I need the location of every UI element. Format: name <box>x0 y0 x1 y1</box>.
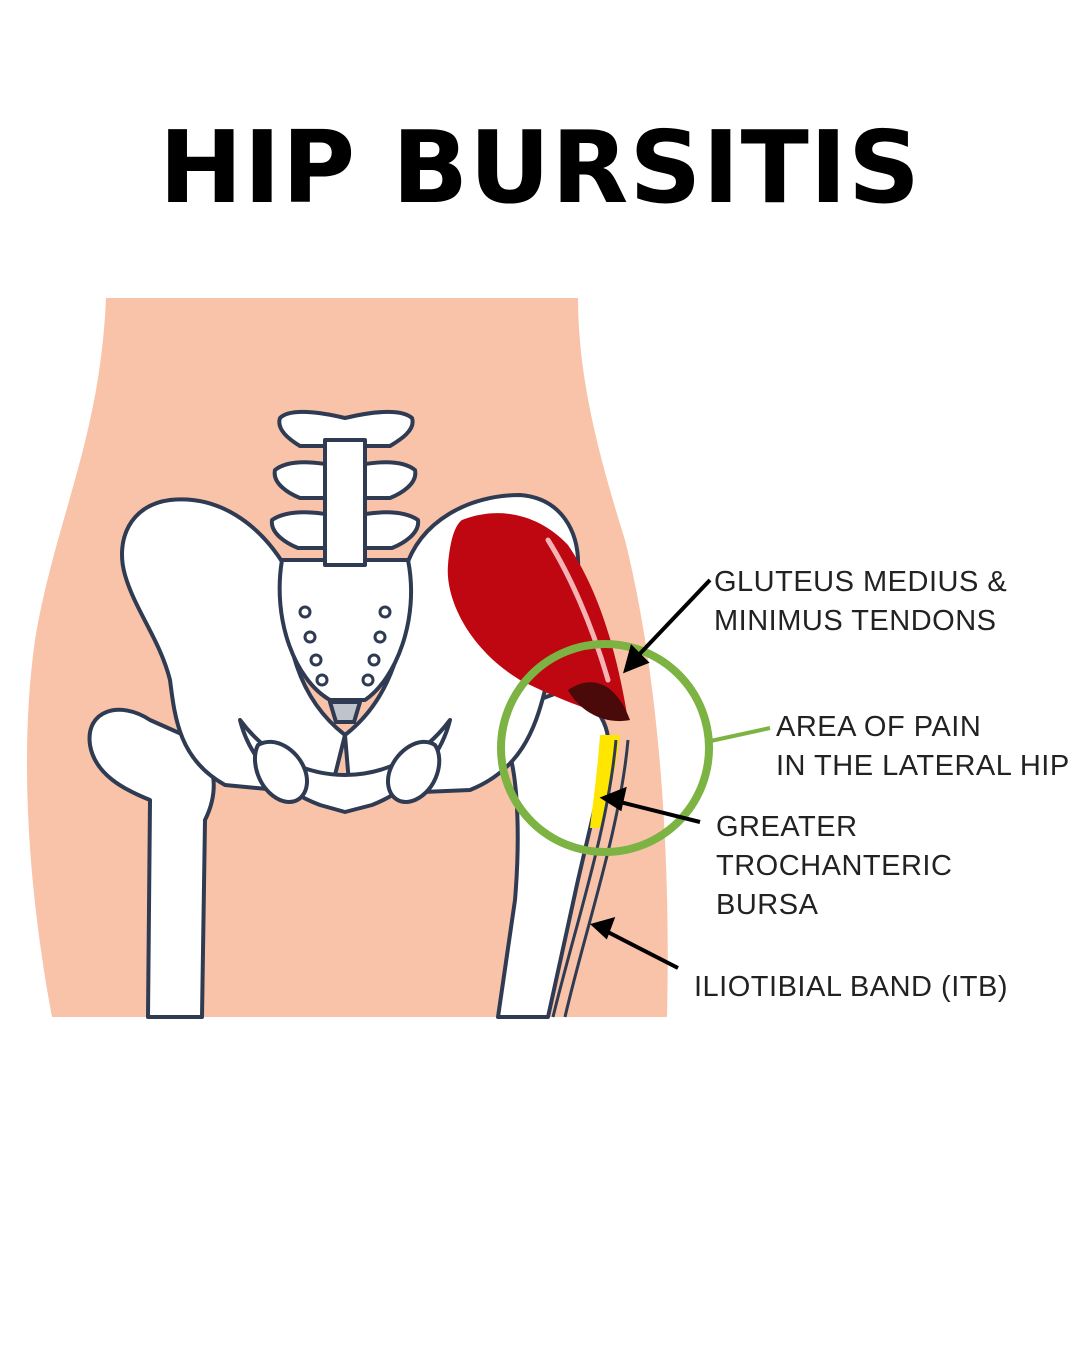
label-trochanteric-bursa: GREATER TROCHANTERIC BURSA <box>716 808 952 925</box>
vertebra-top <box>277 409 415 448</box>
label-pain-area-line2: IN THE LATERAL HIP <box>776 750 1070 782</box>
page-title: HIP BURSITIS <box>158 109 922 226</box>
label-pain-area-line1: AREA OF PAIN <box>776 711 982 743</box>
label-bursa-line3: BURSA <box>716 889 819 921</box>
bursa-arrowhead <box>599 786 627 812</box>
spinal-column <box>323 438 367 567</box>
label-gluteus-line1: GLUTEUS MEDIUS & <box>714 566 1008 598</box>
gluteus-highlight <box>545 537 611 683</box>
coccyx <box>328 700 362 724</box>
gluteus-muscle <box>447 513 628 720</box>
label-pain-area: AREA OF PAIN IN THE LATERAL HIP <box>776 708 1070 786</box>
pain-area-circle <box>497 640 713 856</box>
gluteus-arrowhead <box>623 644 650 674</box>
itb-arrowhead <box>589 917 616 940</box>
label-itb-line1: ILIOTIBIAL BAND (ITB) <box>694 971 1008 1003</box>
label-gluteus-tendons: GLUTEUS MEDIUS & MINIMUS TENDONS <box>714 563 1007 641</box>
gluteus-arrow-line <box>630 578 712 664</box>
muscle-tendon <box>568 682 630 722</box>
right-obturator <box>386 739 442 804</box>
label-gluteus-line2: MINIMUS TENDONS <box>714 605 997 637</box>
label-bursa-line1: GREATER <box>716 811 858 843</box>
sacral-foramina <box>298 605 392 687</box>
left-obturator <box>253 739 309 804</box>
left-ilium <box>120 497 347 797</box>
label-iliotibial-band: ILIOTIBIAL BAND (ITB) <box>694 968 1008 1007</box>
iliotibial-band <box>551 739 630 1018</box>
trochanteric-bursa <box>590 735 620 828</box>
bursa-arrow-line <box>611 798 701 824</box>
arrows <box>589 578 712 970</box>
itb-arrow-line <box>599 926 679 970</box>
pain-area-leader <box>705 726 771 744</box>
label-bursa-line2: TROCHANTERIC <box>716 850 953 882</box>
